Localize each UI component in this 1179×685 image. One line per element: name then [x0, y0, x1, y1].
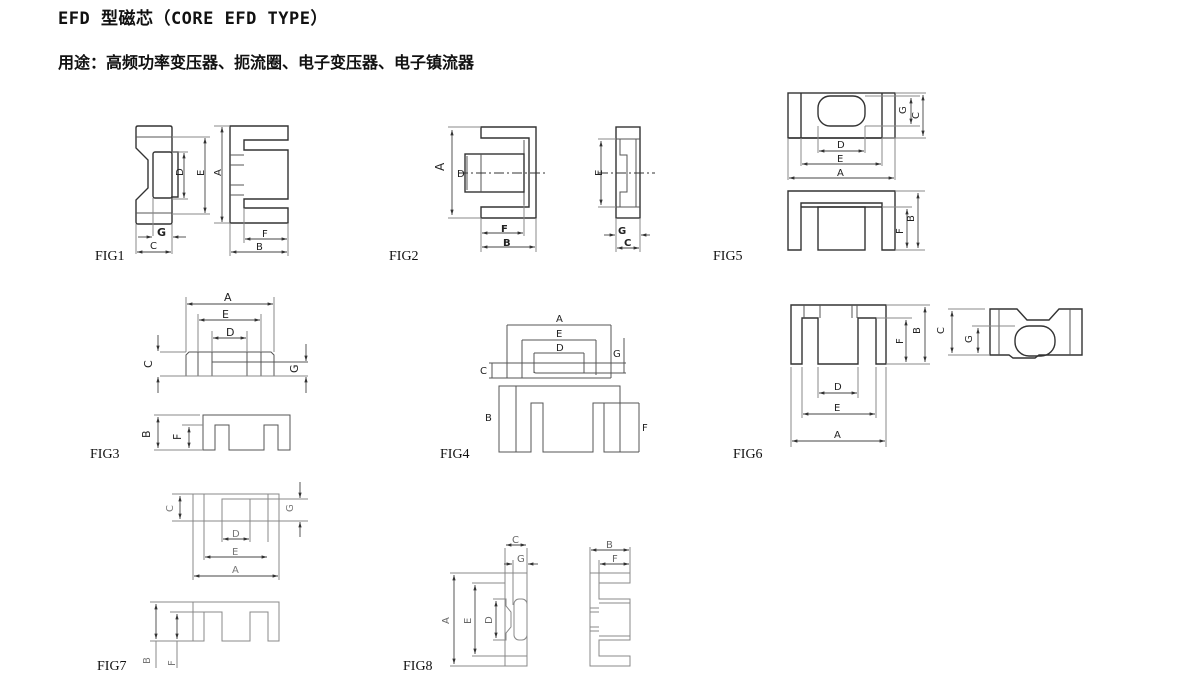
fig4-label-c: C: [480, 366, 487, 377]
fig8-label-g: G: [517, 554, 525, 565]
fig7-caption: FIG7: [97, 659, 127, 674]
page-title: EFD 型磁芯（CORE EFD TYPE）: [58, 9, 328, 29]
fig7-label-d: D: [232, 529, 240, 540]
fig1-label-a: A: [213, 169, 224, 176]
fig4-label-b: B: [485, 413, 492, 424]
fig6-label-f: F: [895, 338, 906, 344]
fig6-label-a: A: [834, 430, 841, 441]
fig8-label-e: E: [463, 618, 474, 624]
fig4-label-f: F: [642, 423, 648, 434]
fig8-label-a: A: [441, 617, 452, 624]
fig5-label-b: B: [906, 215, 917, 222]
fig3-label-c: C: [142, 360, 155, 368]
fig6-label-c: C: [936, 327, 947, 334]
fig3-label-b: B: [140, 430, 153, 438]
fig1-label-f: F: [262, 229, 268, 240]
fig3-label-a: A: [224, 291, 232, 304]
fig1-label-d: D: [175, 168, 186, 176]
fig1-label-e: E: [196, 170, 207, 176]
fig5-label-c: C: [911, 112, 922, 119]
fig8-label-d: D: [484, 616, 495, 624]
fig6-diagram: F B D E A C G FIG6: [733, 304, 1083, 462]
fig5-label-d: D: [837, 140, 845, 151]
fig8-label-b: B: [606, 540, 613, 551]
fig5-label-g: G: [898, 106, 909, 114]
fig8-label-c: C: [512, 535, 519, 546]
fig3-label-d: D: [226, 326, 234, 339]
fig7-label-f: F: [167, 660, 178, 666]
fig3-diagram: A E D C G B F FIG3: [90, 291, 308, 462]
fig8-caption: FIG8: [403, 659, 433, 674]
fig2-diagram: A D F B E G C FIG2: [389, 126, 655, 264]
fig2-label-c: C: [624, 238, 631, 249]
fig7-label-g: G: [285, 504, 296, 512]
fig3-label-e: E: [222, 308, 229, 321]
fig5-caption: FIG5: [713, 249, 743, 264]
fig2-label-b: B: [503, 238, 511, 249]
fig2-label-e: E: [594, 170, 605, 176]
fig7-label-e: E: [232, 547, 238, 558]
fig6-label-b: B: [912, 327, 923, 334]
fig6-label-g: G: [964, 335, 975, 343]
fig7-label-c: C: [165, 505, 176, 512]
fig3-label-g: G: [288, 364, 301, 373]
fig8-label-f: F: [612, 554, 618, 565]
fig4-diagram: A E D G C B F FIG4: [440, 314, 648, 462]
fig8-diagram: C G A E D B F FIG8: [403, 535, 631, 674]
fig4-label-g: G: [613, 349, 621, 360]
fig6-label-d: D: [834, 382, 842, 393]
fig5-label-e: E: [837, 154, 843, 165]
fig2-label-f: F: [501, 224, 508, 235]
fig5-diagram: D E A G C F B FIG5: [713, 92, 926, 264]
fig1-label-b: B: [256, 242, 263, 253]
fig6-label-e: E: [834, 403, 840, 414]
usage-text: 用途：高频功率变压器、扼流圈、电子变压器、电子镇流器: [58, 53, 475, 72]
fig7-label-a: A: [232, 565, 239, 576]
fig3-caption: FIG3: [90, 447, 120, 462]
fig4-label-e: E: [556, 329, 562, 340]
fig2-caption: FIG2: [389, 249, 419, 264]
fig7-diagram: C G D E A B F FIG7: [97, 482, 308, 674]
fig2-label-a: A: [433, 162, 447, 171]
fig6-caption: FIG6: [733, 447, 763, 462]
fig5-label-a: A: [837, 168, 844, 179]
fig2-label-g: G: [618, 226, 626, 237]
fig1-label-g: G: [157, 226, 166, 239]
fig1-caption: FIG1: [95, 249, 125, 264]
fig4-label-a: A: [556, 314, 563, 325]
fig7-label-b: B: [142, 657, 153, 664]
fig1-diagram: D E A G C F B FIG1: [95, 125, 289, 264]
fig1-label-c: C: [150, 241, 157, 252]
fig5-label-f: F: [895, 228, 906, 234]
fig4-caption: FIG4: [440, 447, 470, 462]
fig3-label-f: F: [171, 434, 184, 440]
fig2-label-d: D: [457, 169, 465, 180]
fig4-label-d: D: [556, 343, 564, 354]
